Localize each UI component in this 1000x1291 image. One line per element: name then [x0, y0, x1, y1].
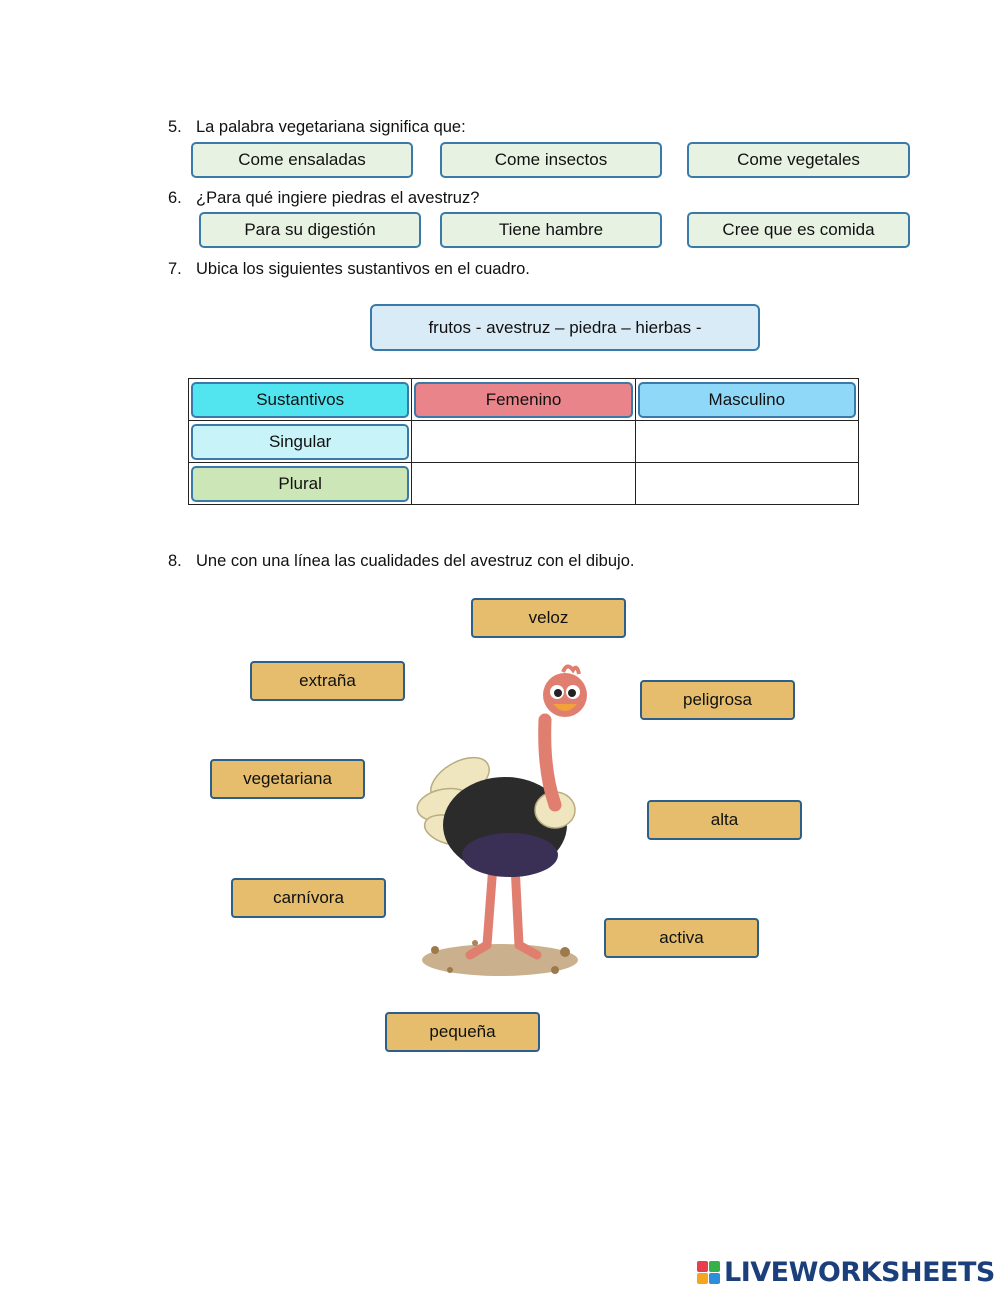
q5-option-1[interactable]: Come ensaladas [191, 142, 413, 178]
question-8: 8. Une con una línea las cualidades del a… [168, 552, 634, 571]
tag-pequena[interactable]: pequeña [385, 1012, 540, 1052]
question-5: 5. La palabra vegetariana significa que: [168, 118, 466, 137]
question-6: 6. ¿Para qué ingiere piedras el avestruz? [168, 189, 479, 208]
tag-carnivora[interactable]: carnívora [231, 878, 386, 918]
question-number: 7. [168, 260, 182, 278]
question-number: 8. [168, 552, 182, 570]
table-header-row: Sustantivos Femenino Masculino [187, 378, 860, 421]
table-row: Singular [187, 420, 860, 463]
drop-cell-plural-femenino[interactable] [411, 462, 636, 505]
question-text: La palabra vegetariana significa que: [196, 118, 466, 136]
header-femenino: Femenino [414, 381, 633, 418]
q6-option-2[interactable]: Tiene hambre [440, 212, 662, 248]
tag-extrana[interactable]: extraña [250, 661, 405, 701]
header-masculino: Masculino [637, 381, 856, 418]
brand-name: LIVEWORKSHEETS [724, 1256, 995, 1288]
drop-cell-singular-femenino[interactable] [411, 420, 636, 463]
q5-option-2[interactable]: Come insectos [440, 142, 662, 178]
tag-activa[interactable]: activa [604, 918, 759, 958]
word-bank: frutos - avestruz – piedra – hierbas - [370, 304, 760, 351]
drop-cell-plural-masculino[interactable] [634, 462, 860, 505]
question-number: 6. [168, 189, 182, 207]
table-row: Plural [187, 462, 860, 505]
q6-option-1[interactable]: Para su digestión [199, 212, 421, 248]
question-text: Ubica los siguientes sustantivos en el c… [196, 260, 530, 278]
tag-alta[interactable]: alta [647, 800, 802, 840]
header-sustantivos: Sustantivos [191, 381, 410, 418]
row-label-singular: Singular [191, 423, 410, 460]
tag-peligrosa[interactable]: peligrosa [640, 680, 795, 720]
noun-table: Sustantivos Femenino Masculino Singular … [187, 378, 860, 505]
question-7: 7. Ubica los siguientes sustantivos en el… [168, 260, 530, 279]
liveworksheets-logo[interactable]: LIVEWORKSHEETS [697, 1256, 995, 1288]
row-label-plural: Plural [191, 465, 410, 502]
question-text: Une con una línea las cualidades del ave… [196, 552, 635, 570]
q5-option-3[interactable]: Come vegetales [687, 142, 910, 178]
q6-option-3[interactable]: Cree que es comida [687, 212, 910, 248]
tag-veloz[interactable]: veloz [471, 598, 626, 638]
ostrich-illustration[interactable] [415, 660, 590, 985]
question-text: ¿Para qué ingiere piedras el avestruz? [196, 189, 480, 207]
liveworksheets-logo-icon [697, 1260, 720, 1284]
drop-cell-singular-masculino[interactable] [634, 420, 860, 463]
question-number: 5. [168, 118, 182, 136]
tag-vegetariana[interactable]: vegetariana [210, 759, 365, 799]
